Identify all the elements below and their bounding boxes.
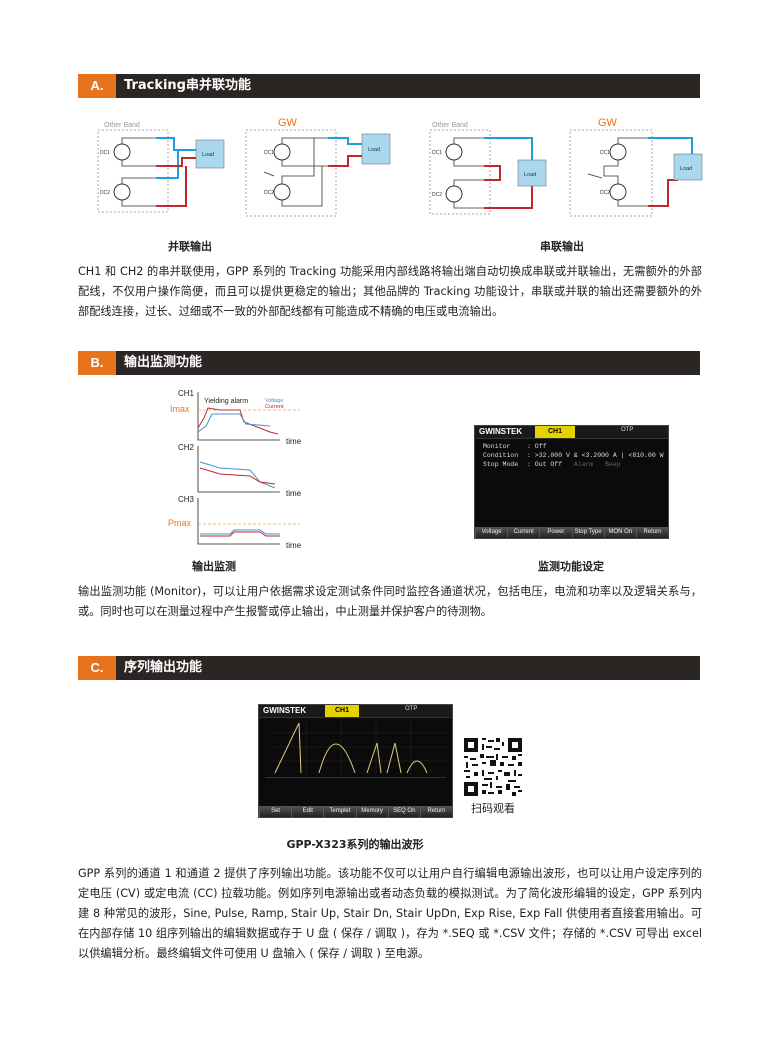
imax-label: Imax xyxy=(170,404,190,414)
svg-text:Other Band: Other Band xyxy=(432,122,468,129)
svg-text:DC2: DC2 xyxy=(100,190,110,196)
screen-channel: CH1 xyxy=(535,426,575,438)
caption-parallel: 并联输出 xyxy=(168,240,212,253)
section-a-paragraph: CH1 和 CH2 的串并联使用，GPP 系列的 Tracking 功能采用内部… xyxy=(78,265,702,318)
monitor-graph: CH1 Imax Yielding alarm Voltage Current … xyxy=(168,389,302,550)
time-label-2: time xyxy=(286,489,302,498)
softkey-power[interactable]: Power xyxy=(539,527,572,538)
svg-text:DC2: DC2 xyxy=(432,192,442,198)
condition-value: : >32.000 V & <3.2000 A | <810.00 W xyxy=(527,452,664,459)
monitor-softkeys: Voltage Current Power Stop Type MON On R… xyxy=(475,527,669,538)
section-b-header: B. 输出监测功能 xyxy=(78,351,700,375)
caption-monitor-settings: 监测功能设定 xyxy=(538,560,604,573)
sequence-screen: GWINSTEK CH1 OTP Set Edit Templet Memory… xyxy=(258,704,453,818)
seq-screen-channel: CH1 xyxy=(325,705,359,717)
diagram-other-series: Other Band DC1 DC2 Load xyxy=(429,122,547,215)
voltage-legend: Voltage xyxy=(265,398,283,404)
section-a-header: A. Tracking串并联功能 xyxy=(78,74,700,98)
svg-text:Load: Load xyxy=(524,172,536,178)
other-band-label: Other Band xyxy=(104,122,140,129)
softkey-set[interactable]: Set xyxy=(259,806,292,817)
svg-text:DC1: DC1 xyxy=(100,150,110,156)
section-c-header: C. 序列输出功能 xyxy=(78,656,700,680)
section-b-title: 输出监测功能 xyxy=(124,355,203,370)
softkey-edit[interactable]: Edit xyxy=(291,806,324,817)
screen-logo: GWINSTEK xyxy=(479,427,523,436)
svg-text:DC1: DC1 xyxy=(264,150,274,156)
seq-screen-header: GWINSTEK CH1 OTP xyxy=(259,705,452,718)
svg-text:DC1: DC1 xyxy=(432,150,442,156)
softkey-voltage[interactable]: Voltage xyxy=(475,527,508,538)
softkey-mon-on[interactable]: MON On xyxy=(603,527,636,538)
seq-screen-logo: GWINSTEK xyxy=(263,706,307,715)
screen-header: GWINSTEK CH1 OTP xyxy=(475,426,668,439)
svg-text:Load: Load xyxy=(680,166,692,172)
qr-label: 扫码观看 xyxy=(471,802,515,815)
section-c-paragraph: GPP 系列的通道 1 和通道 2 提供了序列输出功能。该功能不仅可以让用户自行… xyxy=(78,867,702,960)
softkey-return-seq[interactable]: Return xyxy=(419,806,453,817)
section-a-letter: A. xyxy=(78,74,116,98)
screen-otp: OTP xyxy=(621,427,634,433)
diagram-gw-parallel: GW DC1 DC2 Load xyxy=(245,117,391,217)
softkey-seq-on[interactable]: SEQ On xyxy=(387,806,420,817)
time-label-3: time xyxy=(286,541,302,550)
stop-mode-value: : Out Off xyxy=(527,461,563,468)
softkey-memory[interactable]: Memory xyxy=(355,806,388,817)
time-label-1: time xyxy=(286,437,302,446)
ch3-label: CH3 xyxy=(178,495,195,504)
yielding-label: Yielding alarm xyxy=(204,398,248,405)
svg-text:Load: Load xyxy=(368,147,380,153)
svg-text:Load: Load xyxy=(202,152,214,158)
svg-text:DC2: DC2 xyxy=(264,190,274,196)
current-legend: Current xyxy=(265,404,284,410)
sequence-softkeys: Set Edit Templet Memory SEQ On Return xyxy=(259,806,453,817)
qr-code-icon[interactable] xyxy=(462,736,524,798)
sequence-waveform xyxy=(271,719,447,775)
seq-screen-otp: OTP xyxy=(405,706,418,712)
section-b-paragraph: 输出监测功能 (Monitor)，可以让用户依据需求设定测试条件同时监控各通道状… xyxy=(78,585,702,618)
caption-series: 串联输出 xyxy=(540,240,584,253)
gw-label: GW xyxy=(278,117,298,129)
section-c-letter: C. xyxy=(78,656,116,680)
section-c-title: 序列输出功能 xyxy=(124,660,203,675)
ch1-label: CH1 xyxy=(178,389,195,398)
diagram-gw-series: GW DC1 DC2 Load xyxy=(569,117,703,217)
monitor-value: : Off xyxy=(527,443,547,450)
caption-monitor: 输出监测 xyxy=(192,560,236,573)
ch2-label: CH2 xyxy=(178,443,195,452)
softkey-return[interactable]: Return xyxy=(635,527,669,538)
softkey-stop-type[interactable]: Stop Type xyxy=(571,527,604,538)
softkey-templet[interactable]: Templet xyxy=(323,806,356,817)
caption-sequence: GPP-X323系列的输出波形 xyxy=(286,838,424,851)
svg-text:GW: GW xyxy=(598,117,618,129)
section-a-title: Tracking串并联功能 xyxy=(124,78,251,93)
svg-text:DC1: DC1 xyxy=(600,150,610,156)
diagram-other-parallel: Other Band DC1 DC2 Load xyxy=(97,122,225,213)
section-b-letter: B. xyxy=(78,351,116,375)
pmax-label: Pmax xyxy=(168,518,192,528)
softkey-current[interactable]: Current xyxy=(507,527,540,538)
monitor-settings-screen: GWINSTEK CH1 OTP Monitor: Off Condition:… xyxy=(474,425,669,539)
sequence-table xyxy=(265,777,446,804)
svg-text:DC2: DC2 xyxy=(600,190,610,196)
